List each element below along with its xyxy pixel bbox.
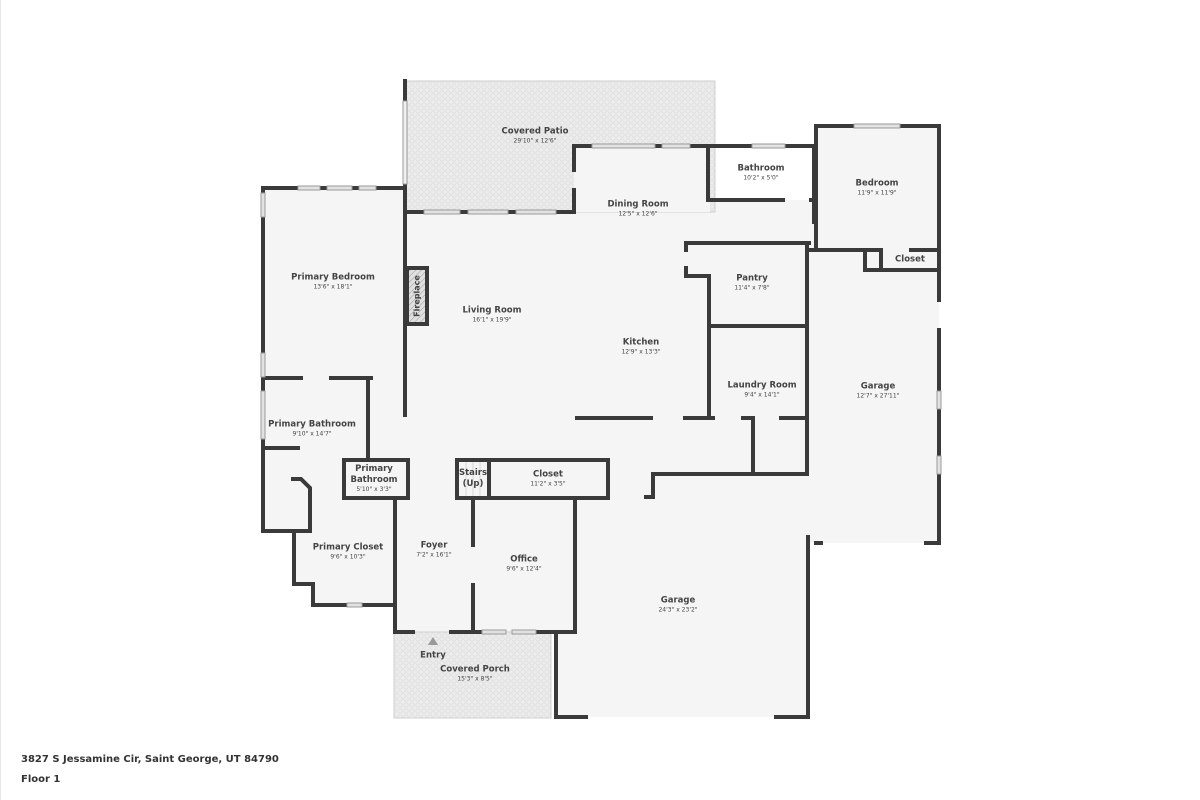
room-dimensions: 11'4" x 7'8" <box>734 284 770 292</box>
room-dimensions: 12'7" x 27'11" <box>856 392 900 400</box>
interior-floor <box>263 126 939 717</box>
room-dimensions: 12'5" x 12'6" <box>618 210 658 218</box>
room-garage-main: Garage 24'3" x 23'2" <box>658 596 697 615</box>
room-bedroom: Bedroom 11'9" x 11'9" <box>855 179 898 198</box>
room-name-line2: (Up) <box>462 479 484 489</box>
covered-porch-floor <box>393 631 552 719</box>
room-name: Primary Bedroom <box>291 272 375 283</box>
room-name: Primary Bathroom <box>268 419 356 430</box>
room-name: Dining Room <box>607 199 669 210</box>
room-dimensions: 10'2" x 5'0" <box>743 174 779 182</box>
room-name: Laundry Room <box>727 380 797 391</box>
property-address: 3827 S Jessamine Cir, Saint George, UT 8… <box>21 754 279 765</box>
room-primary-bedroom: Primary Bedroom 13'6" x 18'1" <box>291 273 375 292</box>
entry-arrow-icon <box>428 637 438 645</box>
room-primary-bathroom-small: Primary Bathroom 5'10" x 3'3" <box>350 464 397 494</box>
room-pantry: Pantry 11'4" x 7'8" <box>734 274 769 293</box>
room-dimensions: 29'10" x 12'6" <box>513 137 557 145</box>
room-name-line1: Stairs <box>458 468 488 478</box>
room-primary-closet: Primary Closet 9'6" x 10'3" <box>313 543 384 562</box>
room-name: Bathroom <box>737 163 785 174</box>
room-name: Closet <box>895 254 925 265</box>
room-office: Office 9'6" x 12'4" <box>506 555 541 574</box>
room-dimensions: 13'6" x 18'1" <box>313 283 353 291</box>
room-kitchen: Kitchen 12'9" x 13'3" <box>621 338 660 357</box>
room-name-line1: Primary <box>355 464 393 474</box>
room-name: Foyer <box>420 540 448 551</box>
room-covered-porch: Covered Porch 15'3" x 8'5" <box>440 665 510 684</box>
room-closet-hall: Closet 11'2" x 3'5" <box>530 470 565 489</box>
room-name: Garage <box>860 381 896 392</box>
room-name: Covered Porch <box>440 664 510 675</box>
room-name: Kitchen <box>622 337 660 348</box>
room-dimensions: 9'10" x 14'7" <box>292 430 332 438</box>
room-name: Covered Patio <box>501 126 569 137</box>
room-dimensions: 11'2" x 3'5" <box>530 480 566 488</box>
room-bathroom: Bathroom 10'2" x 5'0" <box>737 164 784 183</box>
windows <box>260 100 942 635</box>
room-name: Garage <box>660 595 696 606</box>
fireplace-label: Fireplace <box>412 275 422 317</box>
room-name: Living Room <box>462 305 522 316</box>
room-dimensions: 12'9" x 13'3" <box>621 348 661 356</box>
room-dimensions: 7'2" x 16'1" <box>416 551 452 559</box>
room-dimensions: 11'9" x 11'9" <box>857 189 897 197</box>
walls <box>261 79 941 719</box>
room-dimensions: 9'6" x 12'4" <box>506 565 542 573</box>
room-dimensions: 9'4" x 14'1" <box>744 391 780 399</box>
room-laundry-room: Laundry Room 9'4" x 14'1" <box>727 381 796 400</box>
room-name: Bedroom <box>855 178 899 189</box>
room-covered-patio: Covered Patio 29'10" x 12'6" <box>502 127 569 146</box>
room-living-room: Living Room 16'1" x 19'9" <box>463 306 522 325</box>
room-name: Closet <box>533 469 563 480</box>
room-name: Entry <box>420 650 446 661</box>
entry-label: Entry <box>420 651 446 662</box>
room-name: Primary Closet <box>312 542 384 553</box>
room-name-line2: Bathroom <box>350 475 398 485</box>
room-dimensions: 5'10" x 3'3" <box>356 486 392 493</box>
room-closet-bedroom: Closet <box>895 255 925 266</box>
room-dimensions: 16'1" x 19'9" <box>472 316 512 324</box>
room-dimensions: 24'3" x 23'2" <box>658 606 698 614</box>
floor-label: Floor 1 <box>21 774 61 785</box>
room-primary-bathroom: Primary Bathroom 9'10" x 14'7" <box>268 420 356 439</box>
room-name: Pantry <box>736 273 768 284</box>
room-name: Office <box>510 554 538 565</box>
room-dimensions: 9'6" x 10'3" <box>330 553 366 561</box>
room-dining-room: Dining Room 12'5" x 12'6" <box>607 200 668 219</box>
room-foyer: Foyer 7'2" x 16'1" <box>416 541 451 560</box>
room-dimensions: 15'3" x 8'5" <box>457 675 493 683</box>
room-stairs: Stairs (Up) <box>459 468 487 490</box>
stair-treads <box>465 462 481 496</box>
room-garage-side: Garage 12'7" x 27'11" <box>857 382 900 401</box>
